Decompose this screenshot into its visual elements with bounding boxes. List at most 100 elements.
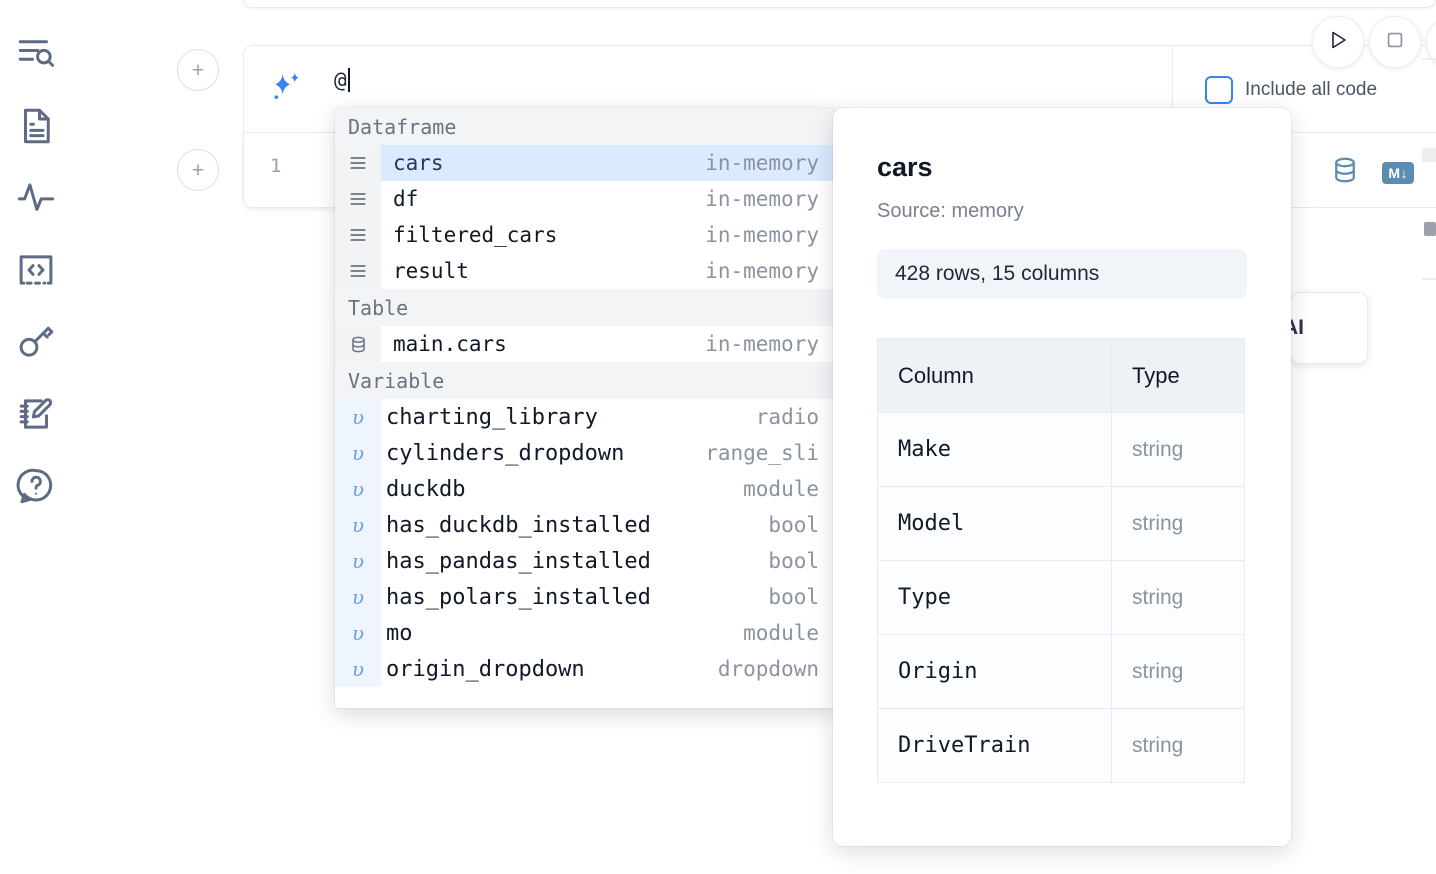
autocomplete-item[interactable]: df in-memory bbox=[335, 181, 835, 217]
help-question-icon bbox=[15, 465, 57, 507]
column-name-cell: Make bbox=[877, 412, 1112, 487]
variable-upsilon-icon: υ bbox=[335, 507, 381, 543]
sidebar-item-snippets[interactable] bbox=[8, 234, 64, 306]
autocomplete-item-type: in-memory bbox=[705, 151, 819, 175]
dataframe-lines-icon bbox=[335, 217, 381, 253]
autocomplete-item-name: main.cars bbox=[393, 332, 507, 356]
sidebar-item-activity[interactable] bbox=[8, 162, 64, 234]
key-icon bbox=[15, 321, 57, 363]
left-sidebar bbox=[0, 0, 72, 874]
sidebar-item-secrets[interactable] bbox=[8, 306, 64, 378]
stop-button[interactable] bbox=[1369, 16, 1421, 68]
variable-upsilon-icon: υ bbox=[335, 651, 381, 687]
variable-upsilon-icon: υ bbox=[335, 579, 381, 615]
autocomplete-item-type: in-memory bbox=[705, 332, 819, 356]
autocomplete-item-type: bool bbox=[768, 549, 819, 573]
autocomplete-item-name: filtered_cars bbox=[393, 223, 558, 247]
preview-source: Source: memory bbox=[877, 200, 1024, 222]
plus-icon: + bbox=[191, 58, 205, 82]
ai-suggestion-card[interactable]: AI bbox=[1283, 292, 1368, 364]
column-type-cell: string bbox=[1111, 560, 1245, 635]
autocomplete-item-text: filtered_cars in-memory bbox=[381, 217, 835, 253]
sidebar-item-notebook[interactable] bbox=[8, 90, 64, 162]
column-type-cell: string bbox=[1111, 708, 1245, 783]
add-cell-button-top[interactable]: + bbox=[177, 49, 219, 91]
type-header: Type bbox=[1111, 338, 1245, 413]
autocomplete-item-type: radio bbox=[755, 405, 819, 429]
autocomplete-item-name: charting_library bbox=[386, 404, 598, 430]
scrollbar-track-tick bbox=[1422, 148, 1436, 162]
autocomplete-item-type: module bbox=[743, 477, 819, 501]
autocomplete-group-header: Table bbox=[335, 289, 835, 326]
autocomplete-item-type: range_sli bbox=[705, 441, 819, 465]
code-brackets-icon bbox=[15, 249, 57, 291]
sidebar-item-scratchpad[interactable] bbox=[8, 378, 64, 450]
column-name-cell: Type bbox=[877, 560, 1112, 635]
sidebar-item-explore[interactable] bbox=[8, 18, 64, 90]
database-icon bbox=[335, 326, 381, 362]
autocomplete-item-name: cylinders_dropdown bbox=[386, 440, 625, 466]
autocomplete-item-type: in-memory bbox=[705, 259, 819, 283]
autocomplete-item[interactable]: main.cars in-memory bbox=[335, 326, 835, 362]
dataframe-preview-panel: cars Source: memory 428 rows, 15 columns… bbox=[833, 108, 1291, 846]
autocomplete-item-type: in-memory bbox=[705, 187, 819, 211]
preview-shape-badge: 428 rows, 15 columns bbox=[877, 249, 1247, 299]
dataframe-lines-icon bbox=[335, 145, 381, 181]
scrollbar-track-tick bbox=[1422, 278, 1436, 280]
autocomplete-item-text: charting_library radio bbox=[381, 399, 835, 435]
autocomplete-item-type: module bbox=[743, 621, 819, 645]
autocomplete-item-name: duckdb bbox=[386, 476, 466, 502]
database-icon[interactable] bbox=[1330, 155, 1360, 190]
notebook-pen-icon bbox=[15, 393, 57, 435]
autocomplete-item-type: dropdown bbox=[717, 657, 819, 681]
autocomplete-item-text: df in-memory bbox=[381, 181, 835, 217]
autocomplete-item[interactable]: filtered_cars in-memory bbox=[335, 217, 835, 253]
plus-icon: + bbox=[191, 158, 205, 182]
autocomplete-item-type: in-memory bbox=[705, 223, 819, 247]
document-icon bbox=[15, 105, 57, 147]
include-all-code-checkbox[interactable] bbox=[1205, 76, 1233, 104]
add-cell-button-bottom[interactable]: + bbox=[177, 149, 219, 191]
markdown-badge[interactable]: M↓ bbox=[1382, 161, 1414, 184]
activity-pulse-icon bbox=[15, 177, 57, 219]
autocomplete-item-text: duckdb module bbox=[381, 471, 835, 507]
autocomplete-group-header: Variable bbox=[335, 362, 835, 399]
autocomplete-item-name: mo bbox=[386, 620, 413, 646]
run-button[interactable] bbox=[1312, 16, 1364, 68]
cell-above-partial bbox=[243, 0, 1436, 8]
column-type-cell: string bbox=[1111, 486, 1245, 561]
sidebar-item-help[interactable] bbox=[8, 450, 64, 522]
include-all-code-label: Include all code bbox=[1245, 79, 1378, 100]
text-caret bbox=[347, 68, 350, 92]
scrollbar-thumb[interactable] bbox=[1424, 222, 1436, 236]
variable-upsilon-icon: υ bbox=[335, 543, 381, 579]
ai-prompt-input[interactable]: @ bbox=[334, 68, 350, 92]
column-type-cell: string bbox=[1111, 634, 1245, 709]
autocomplete-item-text: mo module bbox=[381, 615, 835, 651]
autocomplete-item-type: bool bbox=[768, 585, 819, 609]
include-all-code-row[interactable]: Include all code bbox=[1205, 76, 1377, 104]
autocomplete-item-name: df bbox=[393, 187, 419, 211]
variable-upsilon-icon: υ bbox=[335, 435, 381, 471]
